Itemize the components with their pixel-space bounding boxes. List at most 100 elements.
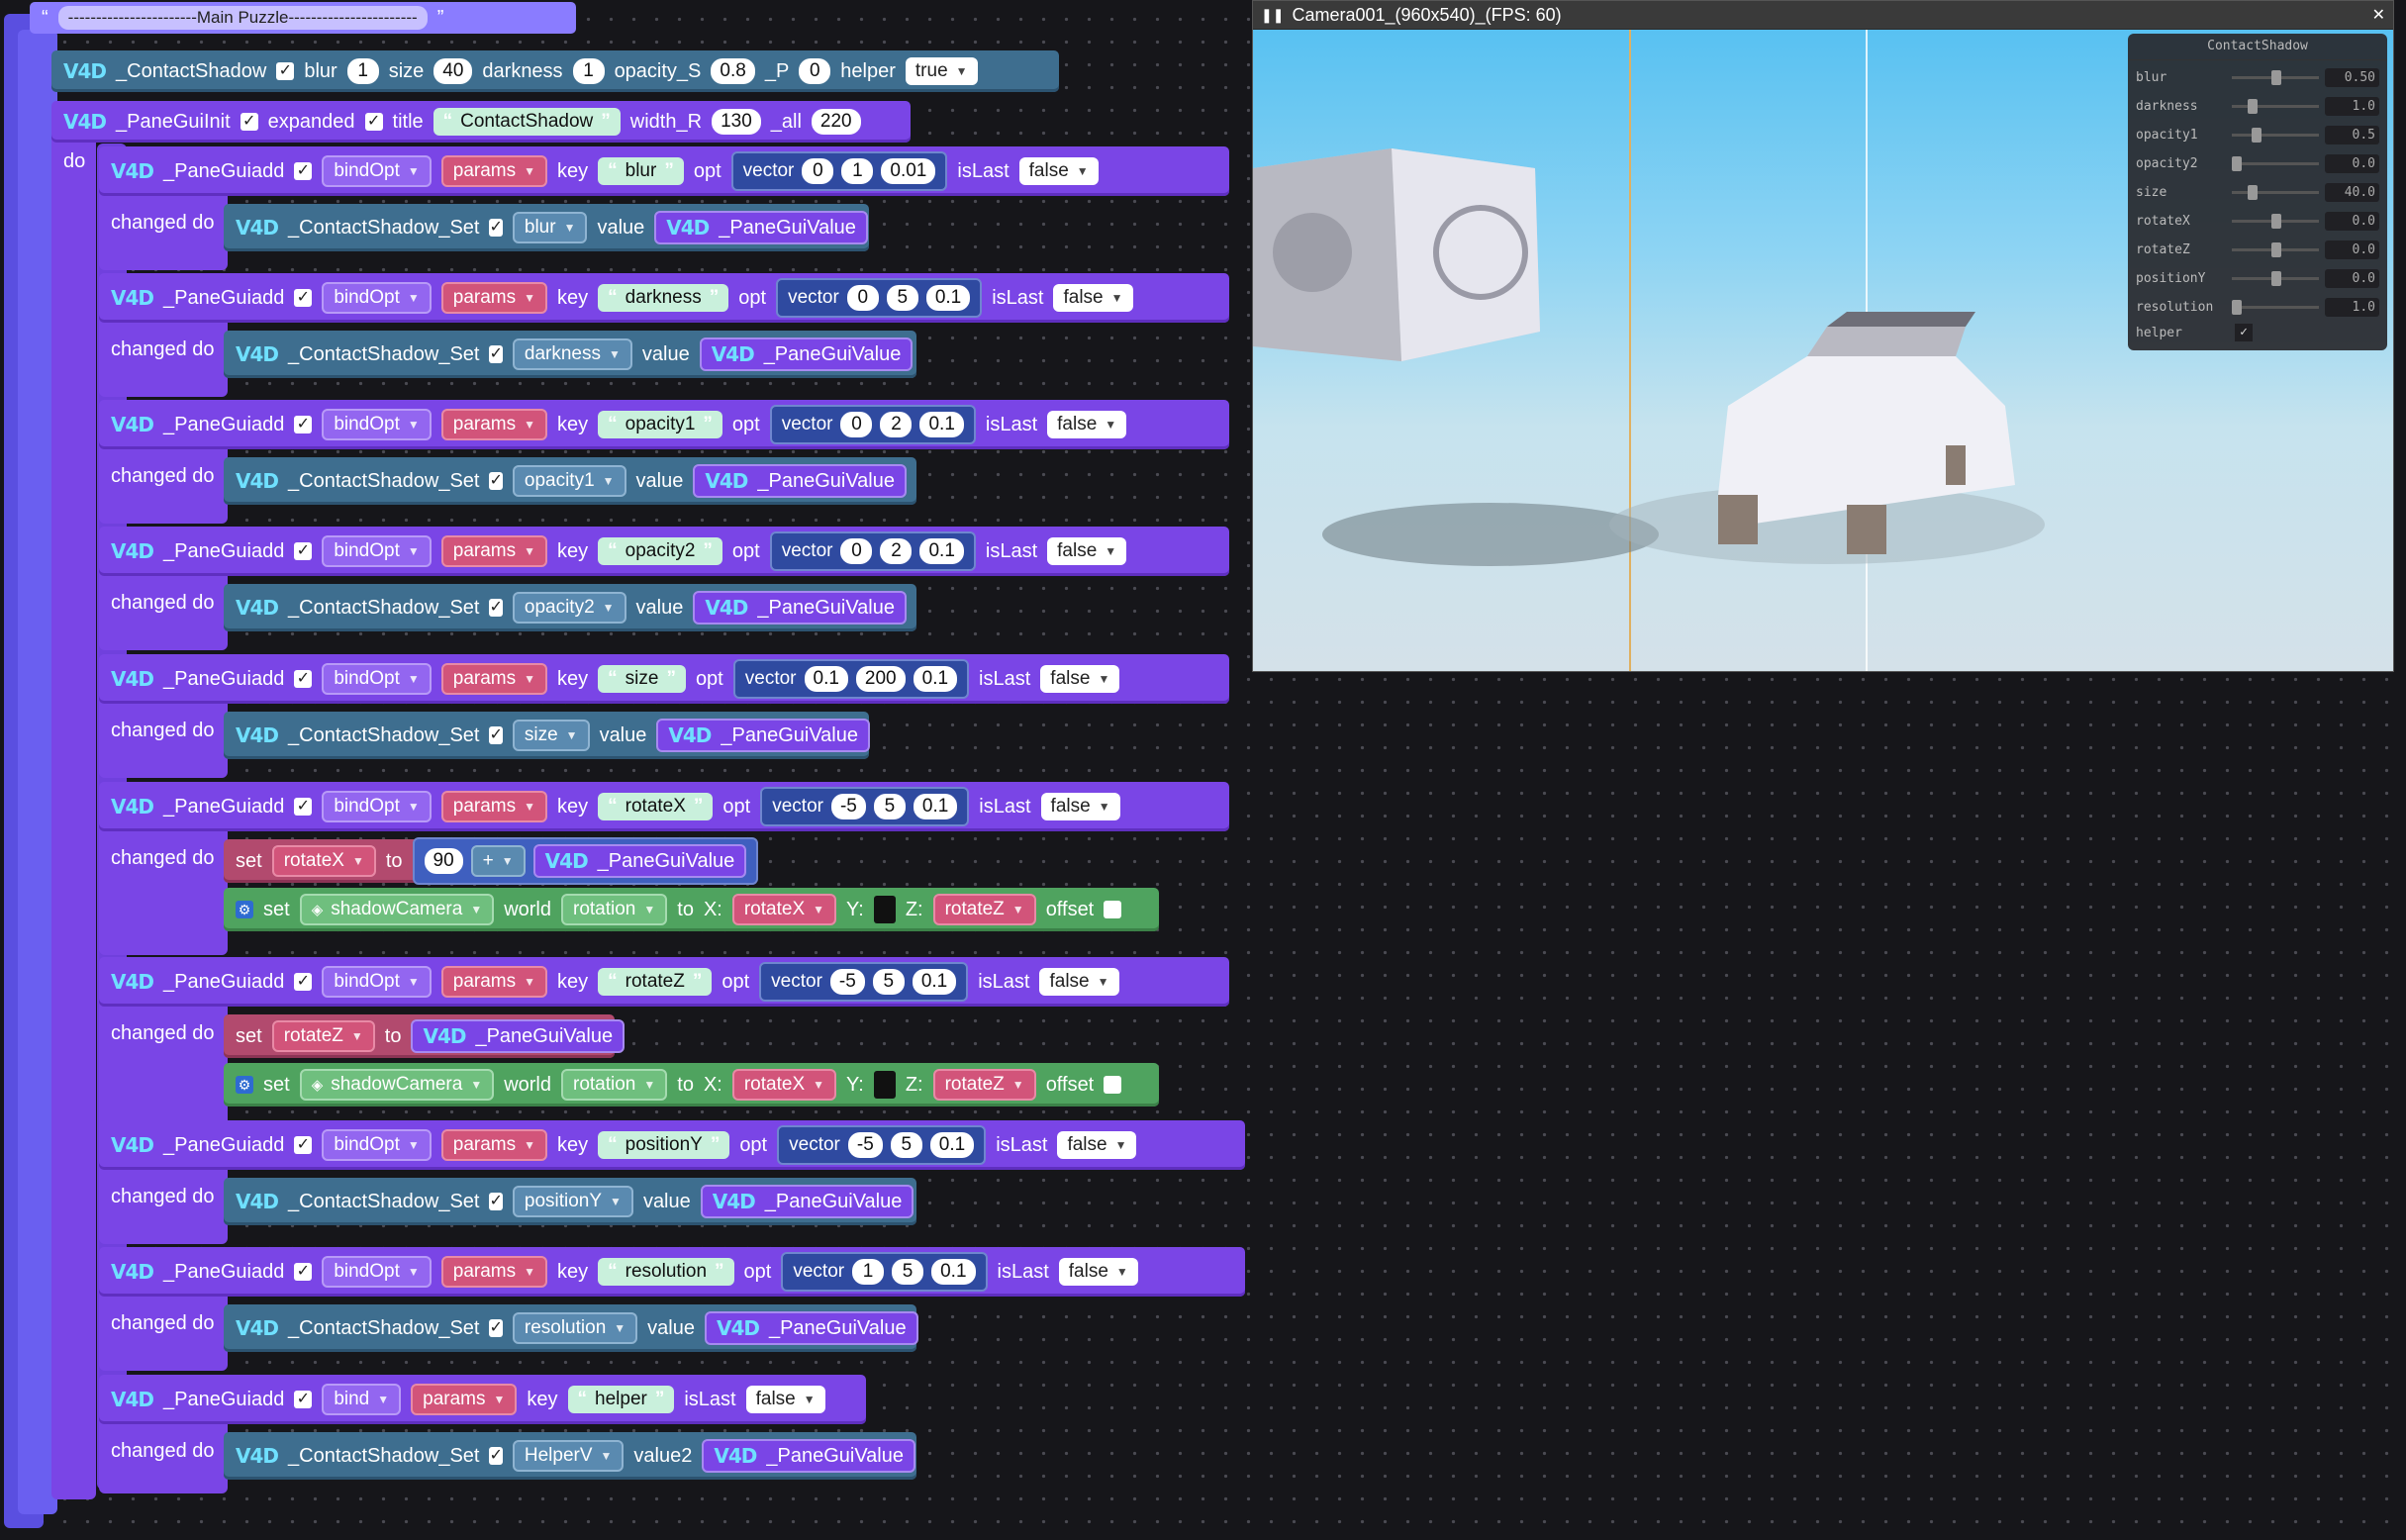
bind-dropdown[interactable]: bindOpt▼: [322, 966, 432, 998]
pause-icon[interactable]: ❚❚: [1261, 6, 1285, 23]
slider-track[interactable]: [2232, 127, 2320, 143]
pane-gui-value-block[interactable]: V4D_PaneGuiValue: [699, 337, 914, 371]
islast-dropdown[interactable]: false▼: [1040, 665, 1120, 693]
enable-checkbox[interactable]: ✓: [489, 726, 503, 744]
operator-dropdown[interactable]: +▼: [470, 845, 526, 877]
offset-checkbox[interactable]: [1104, 901, 1122, 918]
slider-track[interactable]: [2232, 241, 2320, 257]
property-dropdown[interactable]: opacity1▼: [512, 465, 626, 497]
puzzle-name-field[interactable]: -----------------------Main Puzzle------…: [57, 6, 428, 30]
vector-component-input[interactable]: 0.01: [881, 158, 936, 184]
key-string-field[interactable]: “opacity2”: [598, 537, 722, 565]
enable-checkbox[interactable]: ✓: [294, 1391, 313, 1408]
offset-checkbox[interactable]: [1104, 1076, 1122, 1094]
pane-gui-value-block[interactable]: V4D_PaneGuiValue: [700, 1185, 914, 1218]
islast-dropdown[interactable]: false▼: [1057, 1131, 1137, 1159]
bind-dropdown[interactable]: bindOpt▼: [322, 409, 432, 440]
enable-checkbox[interactable]: ✓: [489, 345, 503, 363]
property-dropdown[interactable]: opacity2▼: [512, 592, 626, 624]
vector-component-input[interactable]: 5: [873, 794, 906, 819]
key-string-field[interactable]: “rotateZ”: [598, 968, 713, 996]
variable-dropdown[interactable]: rotateX▼: [271, 845, 376, 877]
vector-component-input[interactable]: 0.1: [919, 412, 964, 437]
transform-dropdown[interactable]: rotation▼: [561, 894, 668, 925]
pane-gui-value-block[interactable]: V4D_PaneGuiValue: [702, 1439, 915, 1473]
all-input[interactable]: 220: [811, 109, 861, 135]
vector-component-input[interactable]: 0: [802, 158, 834, 184]
slider-track[interactable]: [2232, 184, 2320, 200]
enable-checkbox[interactable]: ✓: [294, 289, 313, 307]
pane-row-value[interactable]: 1.0: [2325, 297, 2380, 317]
pane-gui-value-block[interactable]: V4D_PaneGuiValue: [411, 1019, 626, 1053]
pane-row-value[interactable]: 0.0: [2325, 268, 2380, 288]
slider-knob[interactable]: [2271, 213, 2282, 229]
islast-dropdown[interactable]: false▼: [1018, 157, 1099, 185]
pane-row-helper[interactable]: helper ✓: [2136, 321, 2379, 344]
transform-dropdown[interactable]: rotation▼: [561, 1069, 668, 1101]
pane-row-value[interactable]: 0.50: [2325, 67, 2380, 87]
params-dropdown[interactable]: params▼: [440, 1256, 548, 1288]
enable-checkbox[interactable]: ✓: [489, 1319, 503, 1337]
pane-row-value[interactable]: 0.0: [2325, 240, 2380, 259]
enable-checkbox[interactable]: ✓: [489, 472, 503, 490]
vector-component-input[interactable]: 2: [880, 538, 913, 564]
blockly-workspace[interactable]: “ -----------------------Main Puzzle----…: [0, 0, 1257, 1540]
slider-track[interactable]: [2232, 98, 2320, 114]
params-dropdown[interactable]: params▼: [440, 535, 548, 567]
slider-knob[interactable]: [2252, 127, 2262, 143]
z-variable[interactable]: rotateZ▼: [932, 1069, 1036, 1101]
pane-gui-value-block[interactable]: V4D_PaneGuiValue: [532, 844, 747, 878]
enable-checkbox[interactable]: ✓: [294, 1136, 313, 1154]
helper-checkbox[interactable]: ✓: [2235, 324, 2253, 341]
enable-checkbox[interactable]: ✓: [294, 973, 313, 991]
islast-dropdown[interactable]: false▼: [1058, 1258, 1138, 1286]
enable-checkbox[interactable]: ✓: [294, 1263, 313, 1281]
expanded-checkbox[interactable]: ✓: [364, 113, 383, 131]
pane-add-block[interactable]: V4D_PaneGuiadd✓bindOpt▼params▼key“size”o…: [99, 654, 1229, 704]
title-string-field[interactable]: “ContactShadow”: [433, 108, 621, 136]
bind-dropdown[interactable]: bindOpt▼: [322, 791, 432, 822]
bind-dropdown[interactable]: bindOpt▼: [322, 1129, 432, 1161]
close-icon[interactable]: ✕: [2371, 7, 2385, 24]
key-string-field[interactable]: “resolution”: [598, 1258, 734, 1286]
vector-component-input[interactable]: 0: [846, 285, 879, 311]
gear-icon[interactable]: ⚙: [236, 1076, 253, 1094]
x-variable[interactable]: rotateX▼: [731, 894, 837, 925]
slider-knob[interactable]: [2232, 155, 2243, 171]
vector-component-input[interactable]: 5: [872, 969, 905, 995]
islast-dropdown[interactable]: false▼: [745, 1386, 825, 1413]
object-dropdown[interactable]: ◈shadowCamera▼: [299, 1069, 495, 1101]
params-dropdown[interactable]: params▼: [440, 155, 548, 187]
property-dropdown[interactable]: darkness▼: [512, 338, 632, 370]
vector-component-input[interactable]: 1: [852, 1259, 885, 1285]
vector-component-input[interactable]: -5: [830, 794, 866, 819]
darkness-input[interactable]: 1: [572, 58, 605, 84]
enable-checkbox[interactable]: ✓: [240, 113, 258, 131]
vector-component-input[interactable]: 0: [840, 412, 873, 437]
bind-dropdown[interactable]: bindOpt▼: [322, 1256, 432, 1288]
pane-add-block[interactable]: V4D_PaneGuiadd✓bindOpt▼params▼key“resolu…: [99, 1247, 1245, 1297]
slider-track[interactable]: [2232, 155, 2320, 171]
vector-component-input[interactable]: -5: [847, 1132, 883, 1158]
size-input[interactable]: 40: [433, 58, 473, 84]
contact-shadow-block[interactable]: V4D _ContactShadow ✓ blur 1 size 40 dark…: [51, 50, 1059, 92]
enable-checkbox[interactable]: ✓: [489, 599, 503, 617]
